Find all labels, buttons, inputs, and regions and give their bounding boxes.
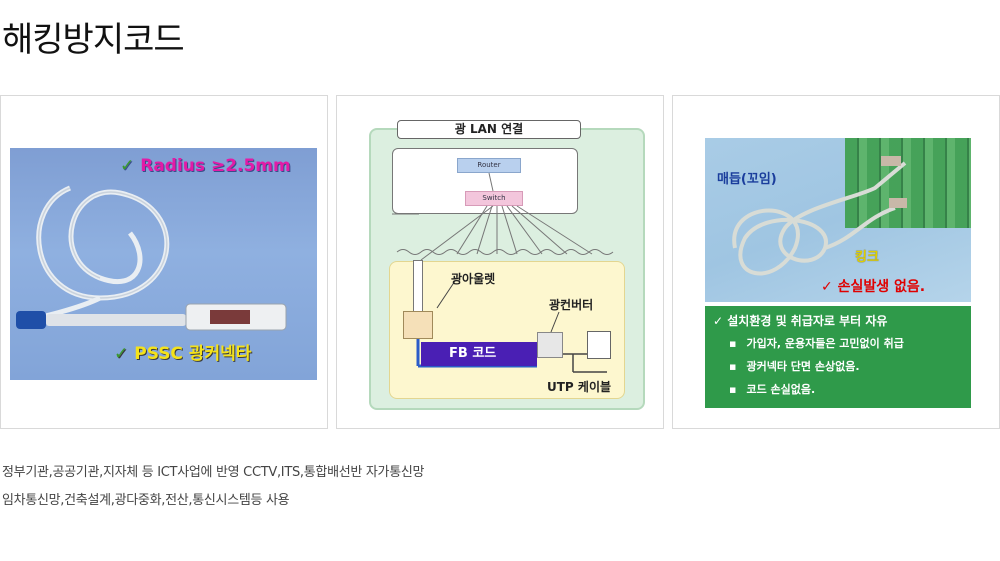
cable-image-panel: ✓Radius ≥2.5mm ✓PSSC 광커넥타 [0,95,328,429]
utp-port [587,331,611,359]
bullet-icon: ▪ [729,383,737,396]
cable-photo: ✓Radius ≥2.5mm ✓PSSC 광커넥타 [10,148,317,380]
knotted-cable-illustration [732,156,907,276]
check-icon: ✓ [120,156,135,176]
riser-pole [413,260,423,312]
knot-label: 매듭(꼬임) [717,172,777,187]
converter-label: 광컨버터 [549,298,594,312]
no-loss-label: ✓ 손실발생 없음. [821,279,926,295]
switch-box: Switch [465,191,523,206]
feature-list: ✓ 설치환경 및 취급자로 부터 자유 ▪가입자, 운용자들은 고민없이 취급 … [705,306,971,408]
bullet-icon: ▪ [729,360,737,373]
feature-list-heading: ✓ 설치환경 및 취급자로 부터 자유 [713,314,888,328]
utp-label: UTP 케이블 [547,380,612,394]
kink-test-panel: 매듭(꼬임) 킹크 ✓ 손실발생 없음. ✓ 설치환경 및 취급자로 부터 자유… [672,95,1000,429]
fb-code-label: FB 코드 [421,342,537,366]
connector-panel [845,138,971,228]
bullet-icon: ▪ [729,337,737,350]
fiber-cable-illustration [16,185,287,331]
converter-box [537,332,563,358]
radius-label: ✓Radius ≥2.5mm [120,156,291,176]
kink-label: 킹크 [855,250,879,265]
check-icon: ✓ [114,344,129,364]
outlet-label: 광아울렛 [451,272,496,286]
list-item: ▪코드 손실없음. [729,383,816,396]
list-item: ▪가입자, 운용자들은 고민없이 취급 [729,337,904,350]
kink-photo: 매듭(꼬임) 킹크 ✓ 손실발생 없음. [705,138,971,302]
outlet-box [403,311,433,339]
description-line-2: 임차통신망,건축설계,광다중화,전산,통신시스템등 사용 [2,493,290,508]
page-title: 해킹방지코드 [2,20,185,60]
list-item: ▪광커넥타 단면 손상없음. [729,360,860,373]
description-line-1: 정부기관,공공기관,지자체 등 ICT사업에 반영 CCTV,ITS,통합배선반… [2,465,425,480]
pssc-label: ✓PSSC 광커넥타 [114,344,252,364]
router-box: Router [457,158,521,173]
diagram-title: 광 LAN 연결 [397,120,581,139]
lan-diagram-panel: 광 LAN 연결 Router Switch 광아울렛 광컨버터 FB 코드 U… [336,95,664,429]
